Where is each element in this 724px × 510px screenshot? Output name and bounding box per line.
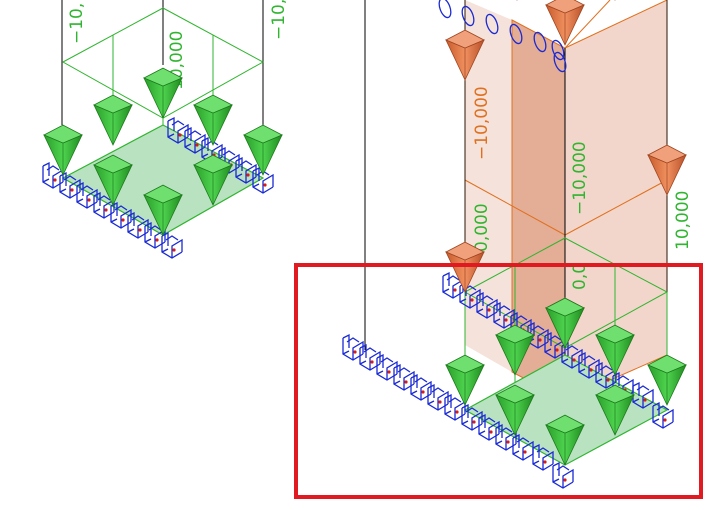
cone-load-arrow-icon <box>595 324 635 376</box>
fixed-support-icon <box>376 353 398 381</box>
fixed-support-icon <box>144 221 166 249</box>
fixed-support-icon <box>359 343 381 371</box>
fixed-support-icon <box>578 351 600 379</box>
fixed-support-icon <box>427 383 449 411</box>
ring-support-icon <box>485 13 499 35</box>
fixed-support-icon <box>59 171 81 199</box>
supports-layer <box>42 116 674 489</box>
load-arrows-layer <box>43 0 687 466</box>
fixed-support-icon <box>442 271 464 299</box>
fixed-support-icon <box>512 433 534 461</box>
cone-load-arrow-icon <box>445 29 485 81</box>
cone-load-arrow-icon <box>143 67 183 119</box>
ring-support-icon <box>438 0 452 19</box>
fixed-support-icon <box>184 126 206 154</box>
fixed-support-icon <box>632 381 654 409</box>
fixed-support-icon <box>532 443 554 471</box>
fixed-support-icon <box>495 423 517 451</box>
fixed-support-icon <box>161 231 183 259</box>
cone-load-arrow-icon <box>545 297 585 349</box>
fixed-support-icon <box>595 361 617 389</box>
cone-load-arrow-icon <box>243 124 283 176</box>
cone-load-arrow-icon <box>193 154 233 206</box>
cone-load-arrow-icon <box>93 154 133 206</box>
cone-load-arrow-icon <box>545 414 585 466</box>
fixed-support-icon <box>461 403 483 431</box>
fixed-support-icon <box>552 461 574 489</box>
fixed-support-icon <box>444 393 466 421</box>
ring-support-icon <box>461 5 475 27</box>
ring-support-icon <box>509 23 523 45</box>
cone-load-arrow-icon <box>193 94 233 146</box>
fixed-support-icon <box>76 181 98 209</box>
fixed-support-icon <box>561 341 583 369</box>
cone-load-arrow-icon <box>445 241 485 293</box>
fixed-support-icon <box>544 331 566 359</box>
fixed-support-icon <box>493 301 515 329</box>
column-face-left <box>465 0 512 372</box>
ring-support-icon <box>551 39 565 61</box>
load-label: 0,0 <box>570 263 590 290</box>
fixed-support-icon <box>93 191 115 219</box>
cone-load-arrow-icon <box>495 384 535 436</box>
cone-load-arrow-icon <box>595 384 635 436</box>
ring-support-icon <box>533 31 547 53</box>
support-rings-layer <box>438 0 567 73</box>
cone-load-arrow-icon <box>647 144 687 196</box>
fixed-support-icon <box>235 156 257 184</box>
fixed-support-icon <box>393 363 415 391</box>
cone-load-arrow-icon <box>647 354 687 406</box>
load-label: −10,000 <box>570 141 590 215</box>
cone-load-arrow-icon <box>43 124 83 176</box>
fixed-support-icon <box>110 201 132 229</box>
fixed-support-icon <box>342 333 364 361</box>
selection-highlight-box[interactable] <box>294 263 703 499</box>
cone-load-arrow-icon <box>143 184 183 236</box>
fixed-support-icon <box>476 291 498 319</box>
load-label: 10,000 <box>673 191 693 250</box>
fixed-support-icon <box>167 116 189 144</box>
cone-load-arrow-icon <box>93 94 133 146</box>
cone-load-arrow-icon <box>545 0 585 46</box>
cone-load-arrow-icon <box>495 324 535 376</box>
fixed-support-icon <box>410 373 432 401</box>
load-label: 0,000 <box>472 203 492 252</box>
ring-support-icon <box>553 51 567 73</box>
fixed-support-icon <box>42 161 64 189</box>
fixed-support-icon <box>652 401 674 429</box>
load-label: −10, <box>269 0 289 40</box>
fixed-support-icon <box>478 413 500 441</box>
cone-load-arrow-icon <box>445 354 485 406</box>
load-label: −10,000 <box>472 86 492 160</box>
load-label: −10, <box>67 3 87 44</box>
fixed-support-icon <box>127 211 149 239</box>
left-base-plate <box>61 124 265 236</box>
